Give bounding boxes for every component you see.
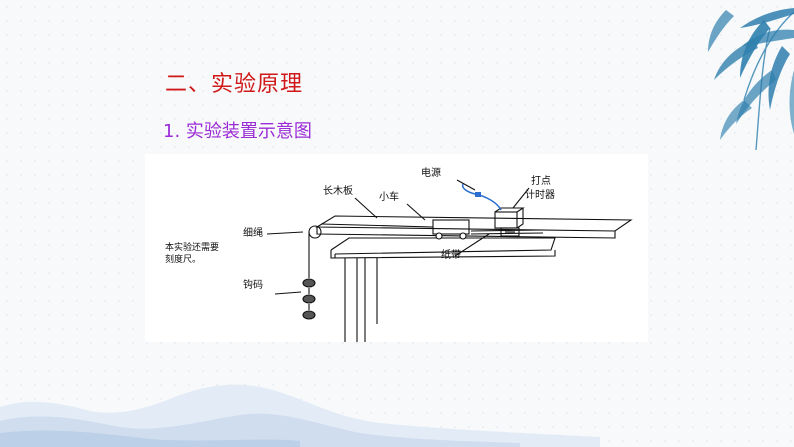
section-heading: 二、实验原理: [165, 72, 304, 97]
diagram-caption: 1. 实验装置示意图: [163, 121, 312, 142]
apparatus-drawing: [266, 179, 633, 342]
table-leg: [344, 258, 358, 342]
table-top-shape: [330, 237, 556, 255]
apparatus-diagram: 长木板 小车 电源 打点 计时器 细绳 纸带 钩码 本实验还需要刻度尺。: [145, 154, 648, 342]
cart-shape: [432, 219, 470, 235]
label-timer-line1: 打点: [531, 176, 551, 187]
weight-shape: [302, 278, 316, 288]
timer-shape: [494, 211, 518, 229]
paper-tape-shape: [470, 229, 544, 235]
pulley-shape: [308, 225, 322, 239]
label-long-board: 长木板: [323, 186, 353, 197]
string-shape: [320, 223, 434, 228]
power-cord: [461, 183, 502, 211]
label-string: 细绳: [243, 228, 263, 239]
long-board-shape: [315, 215, 633, 232]
label-power-supply: 电源: [421, 168, 441, 179]
wave-decoration: [0, 384, 600, 447]
label-weights: 钩码: [243, 280, 263, 291]
bamboo-leaves-decoration: [708, 8, 794, 151]
note-ruler: 本实验还需要刻度尺。: [165, 243, 220, 265]
label-cart: 小车: [379, 192, 399, 203]
label-paper-tape: 纸带: [441, 250, 461, 261]
label-timer-line2: 计时器: [525, 190, 555, 201]
